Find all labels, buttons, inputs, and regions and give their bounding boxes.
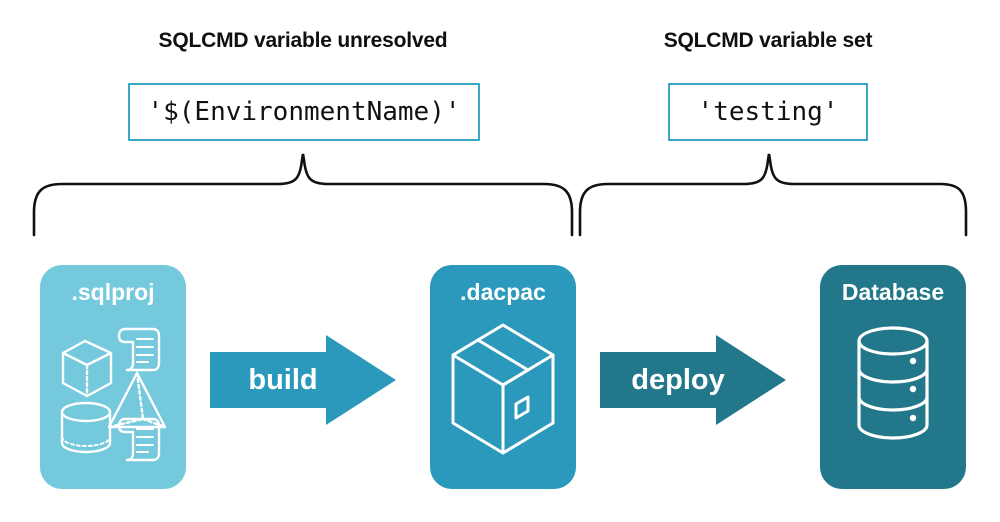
node-label-sqlproj: .sqlproj [71,279,155,305]
node-label-dacpac: .dacpac [460,279,546,305]
node-dacpac: .dacpac [430,265,576,489]
node-label-database: Database [841,279,945,305]
scroll-icon [117,327,161,372]
sqlproj-icon-cluster [40,315,186,465]
node-sqlproj: .sqlproj [40,265,186,489]
package-box-icon [451,323,555,455]
database-icon-cluster [820,323,966,453]
node-database: Database [820,265,966,489]
curly-brace-right [578,153,968,237]
group-title-left: SQLCMD variable unresolved [158,29,448,52]
code-box-right: 'testing' [668,83,868,141]
pyramid-icon [107,371,167,429]
group-title-right: SQLCMD variable set [663,29,873,52]
scroll-icon [117,417,161,462]
arrow-deploy [600,335,786,425]
code-value-right: 'testing' [697,97,839,127]
database-cylinder-icon [857,326,929,440]
cube-icon [61,339,113,398]
curly-brace-left [32,153,574,237]
arrow-label-build: build [248,364,318,396]
code-box-left: '$(EnvironmentName)' [128,83,480,141]
code-value-left: '$(EnvironmentName)' [147,97,461,127]
arrow-build [210,335,396,425]
cylinder-icon [60,401,112,454]
arrow-label-deploy: deploy [631,364,725,396]
dacpac-icon-cluster [430,311,576,461]
